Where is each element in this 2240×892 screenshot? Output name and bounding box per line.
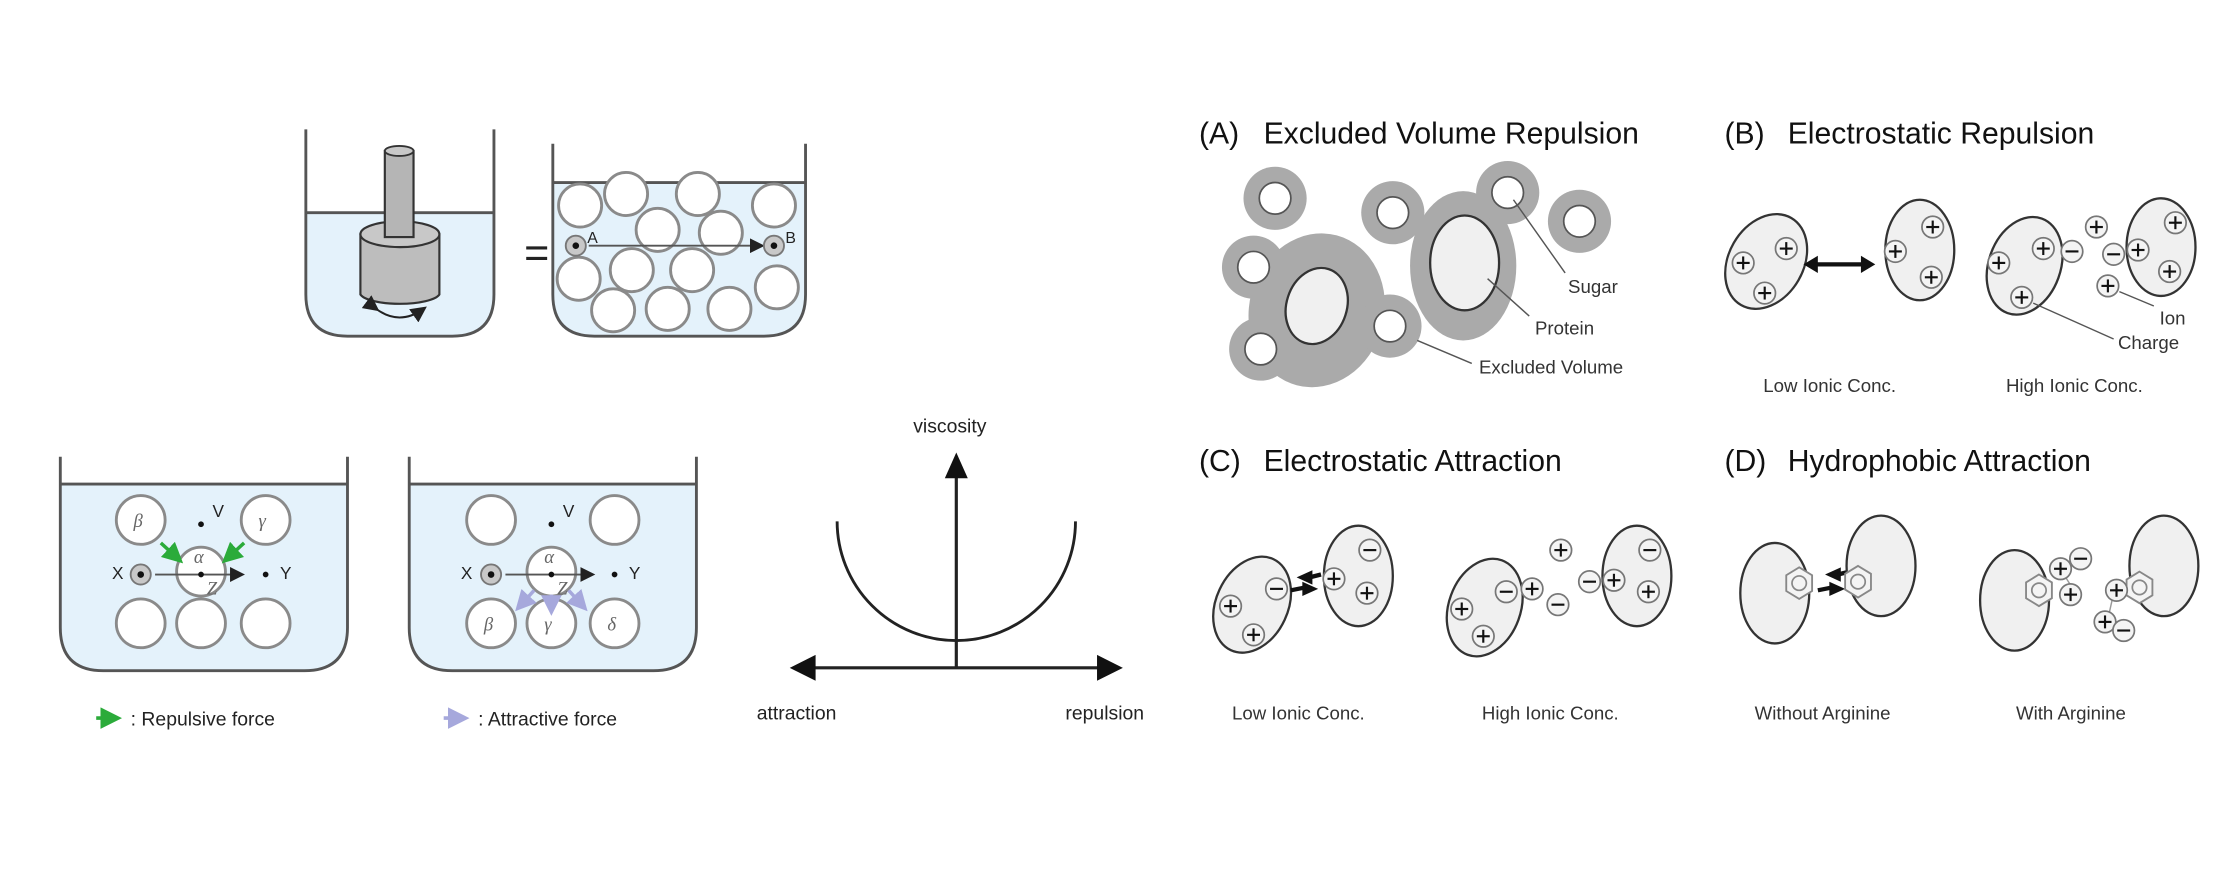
- label-beta: β: [133, 511, 144, 532]
- label-v: V: [213, 501, 225, 521]
- panel-d-title: Hydrophobic Attraction: [1788, 445, 2091, 478]
- protein-label: Protein: [1535, 318, 1594, 339]
- ion-label: Ion: [2160, 308, 2186, 329]
- u-shaped-curve: [835, 521, 1077, 642]
- label-y: Y: [280, 563, 292, 583]
- attractive-arrow-icon: [515, 588, 537, 612]
- protein: [1429, 214, 1501, 312]
- point-b-label: B: [785, 230, 796, 247]
- label-z: Z: [557, 579, 568, 600]
- x-axis-left-label: attraction: [757, 703, 837, 725]
- label-x: X: [461, 563, 473, 583]
- point-x-marker-icon: [129, 563, 152, 586]
- y-axis-arrowhead-icon: [944, 452, 968, 479]
- repulsive-legend-label: : Repulsive force: [131, 708, 275, 730]
- excluded-volume-shells: [1221, 160, 1612, 388]
- hydrophobic-ring-icon: [2025, 573, 2053, 608]
- x-axis-right-arrowhead-icon: [1097, 654, 1123, 681]
- force-legend: : Repulsive force : Attractive force: [96, 707, 617, 730]
- arginine-molecule: [2048, 546, 2093, 607]
- label-v: V: [563, 501, 575, 521]
- panel-a: (A) Excluded Volume Repulsion Sugar: [1199, 118, 1639, 388]
- label-y: Y: [629, 563, 641, 583]
- label-beta: β: [483, 615, 494, 636]
- hydrophobic-ring-icon: [1844, 564, 1872, 599]
- label-x: X: [112, 563, 124, 583]
- caption-low-ionic: Low Ionic Conc.: [1763, 375, 1896, 396]
- panel-d: (D) Hydrophobic Attraction Without Argin…: [1725, 445, 2200, 724]
- equals-sign: =: [524, 229, 549, 277]
- viscosity-curve-plot: viscosity attraction repulsion: [757, 415, 1144, 724]
- arginine-molecule: [2093, 578, 2136, 643]
- label-alpha: α: [194, 547, 205, 568]
- panel-c: (C) Electrostatic Attraction Low Ionic C…: [1199, 445, 1673, 724]
- panel-c-letter: (C): [1199, 445, 1241, 478]
- caption-without-arginine: Without Arginine: [1755, 703, 1891, 724]
- panel-b: (B) Electrostatic Repulsion Ion Charge L…: [1724, 118, 2197, 396]
- label-delta: δ: [607, 615, 616, 636]
- y-axis-label: viscosity: [913, 415, 987, 437]
- attractive-beaker: β γ δ α Z V X Y: [407, 456, 698, 673]
- point-x-marker-icon: [480, 563, 503, 586]
- panel-a-title: Excluded Volume Repulsion: [1264, 118, 1639, 151]
- bead-particles: [555, 171, 800, 334]
- caption-high-ionic: High Ionic Conc.: [1482, 703, 1619, 724]
- point-b-marker-icon: [762, 234, 785, 257]
- panel-b-title: Electrostatic Repulsion: [1788, 118, 2095, 151]
- charge-label: Charge: [2118, 332, 2179, 353]
- point-a-label: A: [587, 230, 598, 247]
- label-gamma: γ: [544, 615, 552, 636]
- panel-d-letter: (D): [1725, 445, 1767, 478]
- excluded-volume-label: Excluded Volume: [1479, 356, 1623, 377]
- sugar-label: Sugar: [1568, 276, 1618, 297]
- label-gamma: γ: [258, 511, 266, 532]
- caption-high-ionic: High Ionic Conc.: [2006, 375, 2143, 396]
- rotation-arrow-icon: [361, 295, 427, 323]
- x-axis-left-arrowhead-icon: [789, 654, 816, 681]
- label-alpha: α: [544, 547, 555, 568]
- hydrophobic-ring-icon: [2125, 570, 2154, 605]
- point-a-marker-icon: [564, 234, 587, 257]
- repulsive-arrow-icon: [221, 541, 246, 564]
- caption-low-ionic: Low Ionic Conc.: [1232, 703, 1365, 724]
- label-z: Z: [207, 579, 218, 600]
- panel-b-letter: (B): [1725, 118, 1765, 151]
- rotor-beaker: [304, 129, 496, 338]
- attractive-legend-label: : Attractive force: [478, 708, 617, 730]
- protein: [1284, 266, 1349, 346]
- repulsive-beaker: β γ α Z V X Y: [58, 456, 349, 673]
- caption-with-arginine: With Arginine: [2016, 703, 2126, 724]
- x-axis-right-label: repulsion: [1065, 703, 1144, 725]
- attraction-arrows-icon: [1290, 570, 1322, 597]
- panel-a-letter: (A): [1199, 118, 1239, 151]
- sugar-molecules: [1236, 175, 1597, 366]
- attractive-arrow-icon: [566, 588, 588, 612]
- hydrophobic-ring-icon: [1785, 566, 1814, 600]
- panel-c-title: Electrostatic Attraction: [1264, 445, 1562, 478]
- rotor-spindle-icon: [359, 144, 441, 305]
- repulsive-arrow-icon: [159, 541, 184, 564]
- bead-beaker: A B: [551, 143, 807, 338]
